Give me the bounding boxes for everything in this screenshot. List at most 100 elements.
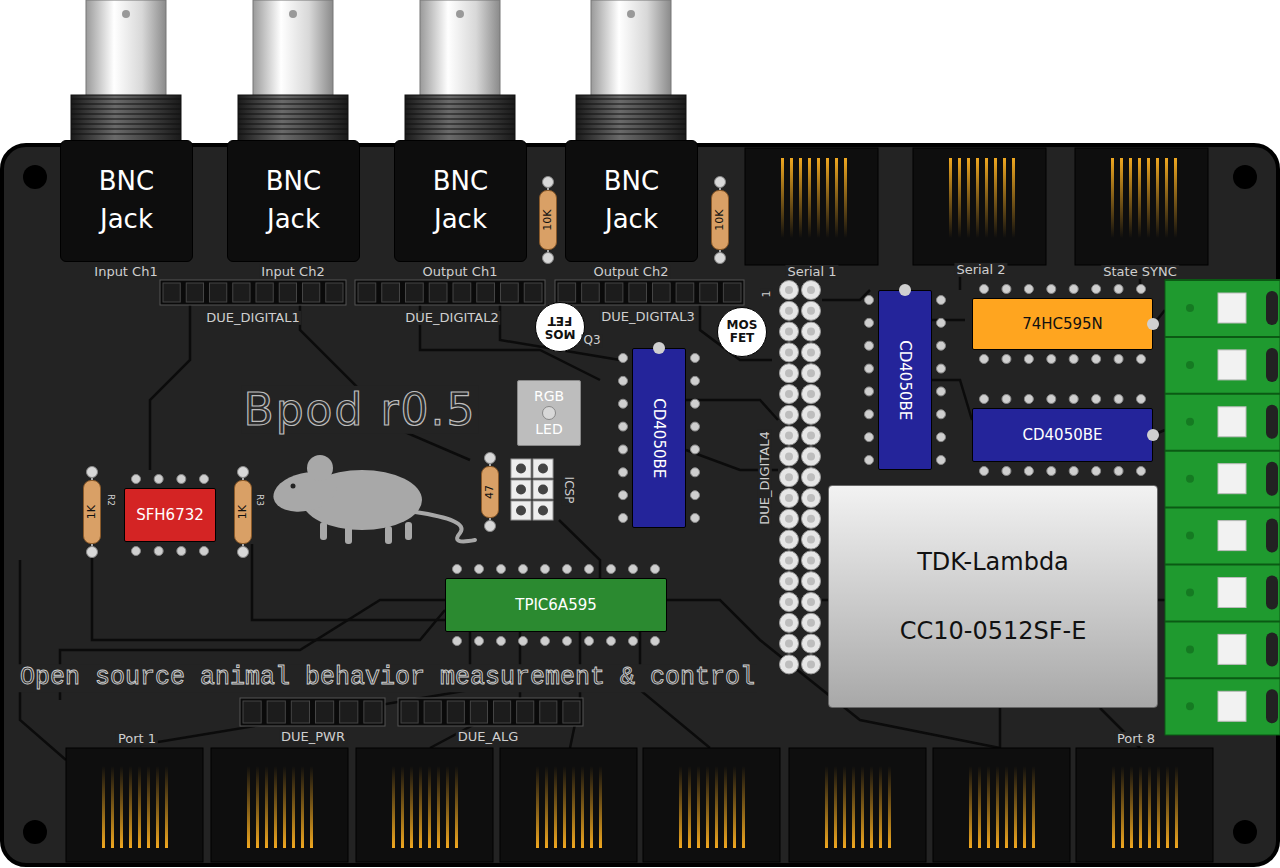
bnc-jack-label: BNC Jack	[421, 163, 501, 238]
terminal-dot	[1186, 702, 1194, 710]
chip-pin	[497, 565, 506, 574]
icsp-hole	[538, 485, 548, 495]
rj45-contact	[817, 158, 820, 238]
pcb-trace	[822, 290, 870, 300]
rj45-contact	[825, 766, 828, 848]
rj45-contact	[1120, 158, 1123, 238]
header-pin	[653, 283, 671, 302]
ic-chip: CD4050BE	[632, 348, 686, 528]
icsp-hole	[516, 506, 526, 516]
icsp-pad	[533, 480, 553, 499]
resistor: 10K	[539, 190, 557, 250]
chip-pin	[1092, 355, 1101, 364]
chip-pin	[1092, 395, 1101, 404]
rj45-contact	[826, 158, 829, 238]
icsp-pad	[533, 501, 553, 520]
resistor-pad	[543, 177, 554, 188]
chip-pin	[865, 456, 874, 465]
terminal-divider	[1165, 336, 1280, 338]
chip-pin	[1047, 395, 1056, 404]
header-pad	[780, 301, 799, 320]
bnc-thread	[238, 99, 348, 100]
header-hole	[807, 556, 815, 564]
rj45-contact	[310, 766, 313, 848]
terminal-screw	[1218, 407, 1246, 437]
mouse-tail	[415, 512, 475, 541]
pcb-trace	[252, 544, 445, 620]
header-pad	[780, 613, 799, 632]
icsp-hole	[516, 464, 526, 474]
chip-pin	[1137, 467, 1146, 476]
bnc-thread	[576, 114, 686, 115]
header-pad	[802, 572, 821, 591]
rj45-contact	[437, 766, 440, 848]
board-title: Bpod r0.5	[241, 386, 478, 434]
silkscreen-label: DUE_DIGITAL3	[599, 310, 696, 324]
header-hole	[785, 660, 793, 668]
chip-pin	[1002, 395, 1011, 404]
silkscreen-label: Serial 2	[954, 263, 1007, 277]
header-hole	[785, 307, 793, 315]
terminal-slot	[1266, 632, 1278, 666]
rj45-contact	[1014, 766, 1017, 848]
silkscreen-label: Port 8	[1115, 732, 1157, 746]
rj45-contact	[419, 766, 422, 848]
bnc-barrel	[591, 0, 671, 97]
optocoupler-chip-label: SFH6732	[136, 507, 204, 524]
chip-pin	[619, 468, 628, 477]
rj45-contact	[156, 766, 159, 848]
header-pin	[210, 283, 227, 302]
rj45-contact	[706, 766, 709, 848]
rj45-contact	[870, 766, 873, 848]
header-pad	[802, 405, 821, 424]
bnc-jack: BNC Jack	[227, 140, 360, 262]
header-hole	[807, 473, 815, 481]
bnc-thread	[71, 129, 181, 130]
bnc-thread	[405, 104, 515, 105]
terminal-slot	[1266, 689, 1278, 723]
resistor-pad	[87, 547, 98, 558]
header-pin	[558, 283, 576, 302]
header-pin	[470, 701, 487, 723]
silkscreen-label: Output Ch1	[421, 265, 500, 279]
header-pin	[605, 283, 623, 302]
rj45-contact	[1032, 766, 1035, 848]
header-pad	[780, 364, 799, 383]
header-hole	[807, 286, 815, 294]
rgb-led-label: RGB	[534, 389, 564, 404]
header-pad	[780, 572, 799, 591]
rj45-contact	[111, 766, 114, 848]
bnc-thread	[405, 109, 515, 110]
header-pin	[233, 283, 250, 302]
rj45-contact	[392, 766, 395, 848]
chip-pin	[1114, 395, 1123, 404]
mouse-leg	[320, 522, 327, 540]
bnc-thread	[238, 119, 348, 120]
header-pad	[780, 385, 799, 404]
chip-notch	[653, 342, 665, 354]
pcb-trace	[92, 544, 445, 640]
header-pad	[802, 468, 821, 487]
header-hole	[785, 556, 793, 564]
rj45-jack	[66, 748, 203, 862]
resistor-pad	[715, 253, 726, 264]
resistor: 47	[481, 466, 499, 518]
bnc-thread	[576, 99, 686, 100]
silkscreen-label: Serial 1	[785, 265, 838, 279]
chip-pin	[937, 410, 946, 419]
mosfet: MOS FET	[535, 302, 585, 352]
header-hole	[785, 432, 793, 440]
chip-pin	[980, 467, 989, 476]
rj45-contact	[102, 766, 105, 848]
bnc-pin	[289, 10, 297, 18]
chip-pin	[1024, 285, 1033, 294]
rj45-contact	[165, 766, 168, 848]
rj45-contact	[1129, 158, 1132, 238]
terminal-dot	[1186, 532, 1194, 540]
rj45-contact	[1156, 158, 1159, 238]
ic-chip-label: 74HC595N	[1022, 316, 1103, 333]
chip-pin	[1024, 395, 1033, 404]
rj45-jack	[356, 748, 493, 862]
rj45-contact	[554, 766, 557, 848]
